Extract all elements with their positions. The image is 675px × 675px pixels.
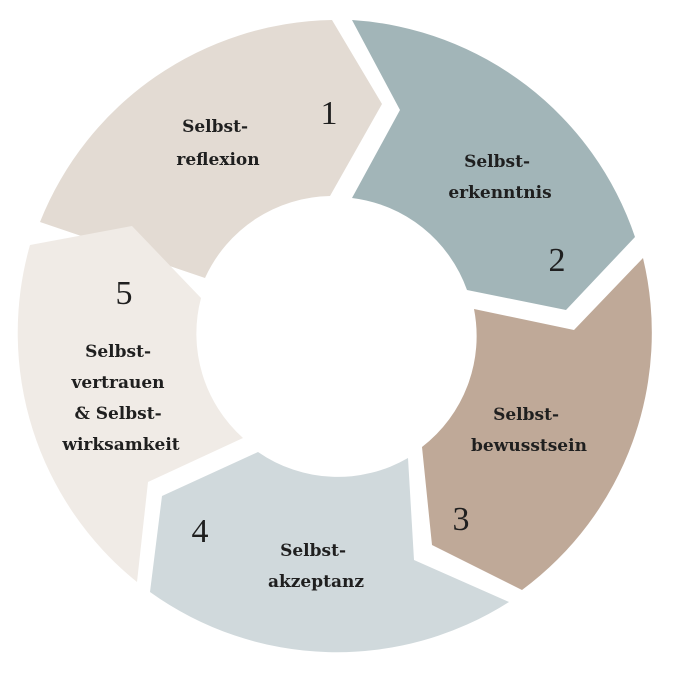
segment-5-label-line: Selbst- bbox=[85, 342, 151, 362]
segment-3: Selbst- bewusstsein 3 bbox=[422, 258, 652, 590]
segment-4: Selbst- akzeptanz 4 bbox=[150, 452, 509, 653]
segment-4-label-line: Selbst- bbox=[280, 541, 346, 561]
segment-5-label-line: wirksamkeit bbox=[61, 435, 179, 455]
segment-4-label: Selbst- akzeptanz bbox=[268, 541, 364, 592]
segment-1: Selbst- reflexion 1 bbox=[40, 20, 382, 278]
segment-2-label: Selbst- erkenntnis bbox=[448, 152, 551, 203]
segment-3-number: 3 bbox=[453, 501, 470, 538]
segment-3-label: Selbst- bewusstsein bbox=[471, 405, 587, 456]
segment-4-number: 4 bbox=[192, 513, 209, 550]
segment-5-label-line: vertrauen bbox=[71, 373, 165, 393]
segment-5-label: Selbst- vertrauen & Selbst- wirksamkeit bbox=[61, 342, 179, 455]
segment-1-label: Selbst- reflexion bbox=[176, 117, 259, 170]
segment-1-shape bbox=[40, 20, 382, 278]
segment-4-label-line: akzeptanz bbox=[268, 572, 364, 592]
segment-2-label-line: Selbst- bbox=[464, 152, 530, 172]
segment-2-number: 2 bbox=[549, 242, 566, 279]
segment-5-label-line: & Selbst- bbox=[74, 404, 161, 424]
segment-1-number: 1 bbox=[321, 95, 338, 132]
segment-5: Selbst- vertrauen & Selbst- wirksamkeit … bbox=[17, 226, 243, 582]
segment-2: Selbst- erkenntnis 2 bbox=[352, 20, 635, 310]
segment-1-label-line: Selbst- bbox=[182, 117, 248, 137]
segment-3-label-line: bewusstsein bbox=[471, 436, 587, 456]
segment-3-shape bbox=[422, 258, 652, 590]
segment-2-label-line: erkenntnis bbox=[448, 183, 551, 203]
segment-4-shape bbox=[150, 452, 509, 653]
segment-3-label-line: Selbst- bbox=[493, 405, 559, 425]
segment-2-shape bbox=[352, 20, 635, 310]
segment-5-shape bbox=[17, 226, 243, 582]
segment-5-number: 5 bbox=[116, 275, 133, 312]
segment-1-label-line: reflexion bbox=[176, 150, 259, 170]
